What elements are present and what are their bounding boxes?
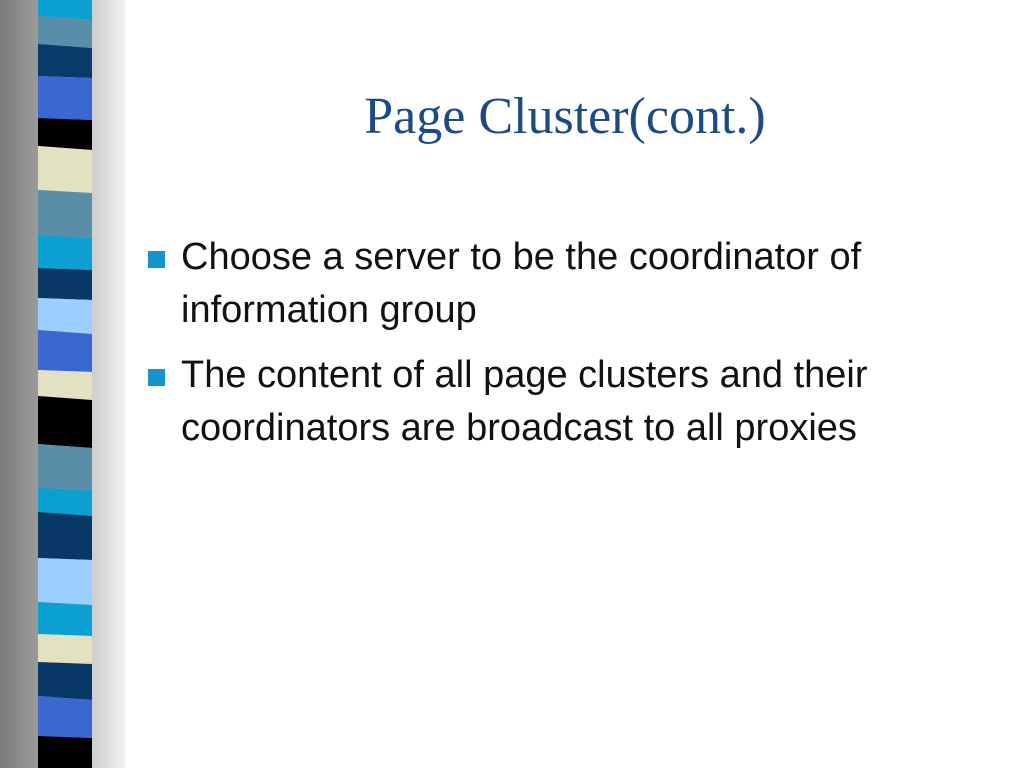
stripe-band <box>38 146 92 193</box>
slide-title: Page Cluster(cont.) <box>364 88 766 145</box>
stripe-band <box>38 634 92 664</box>
stripe-band <box>38 330 92 372</box>
bullet-item: Choose a server to be the coordinator of… <box>145 231 965 337</box>
stripe-band <box>38 298 92 334</box>
stripe-band <box>38 118 92 150</box>
square-bullet-icon <box>148 369 165 386</box>
bullet-list: Choose a server to be the coordinator of… <box>145 231 965 467</box>
stripe-band <box>38 662 92 700</box>
stripe-band <box>38 396 92 448</box>
bullet-text: The content of all page clusters and the… <box>181 354 868 449</box>
stripe-band <box>38 0 92 20</box>
stripe-band <box>38 16 92 48</box>
stripe-band <box>38 736 92 768</box>
stripe-band <box>38 602 92 636</box>
stripe-band <box>38 44 92 78</box>
stripe-band <box>38 190 92 238</box>
bullet-text: Choose a server to be the coordinator of… <box>181 236 862 331</box>
stripe-band <box>38 76 92 120</box>
stripe-band <box>38 268 92 300</box>
bullet-item: The content of all page clusters and the… <box>145 349 965 455</box>
stripe-band <box>38 512 92 560</box>
stripe-band <box>38 488 92 516</box>
stripe-band <box>38 444 92 490</box>
square-bullet-icon <box>148 251 165 268</box>
stripe-band <box>38 235 92 270</box>
stripe-band <box>38 558 92 605</box>
stripe-band <box>38 696 92 738</box>
stripe-band <box>38 370 92 400</box>
decorative-stripe-column <box>0 0 125 768</box>
